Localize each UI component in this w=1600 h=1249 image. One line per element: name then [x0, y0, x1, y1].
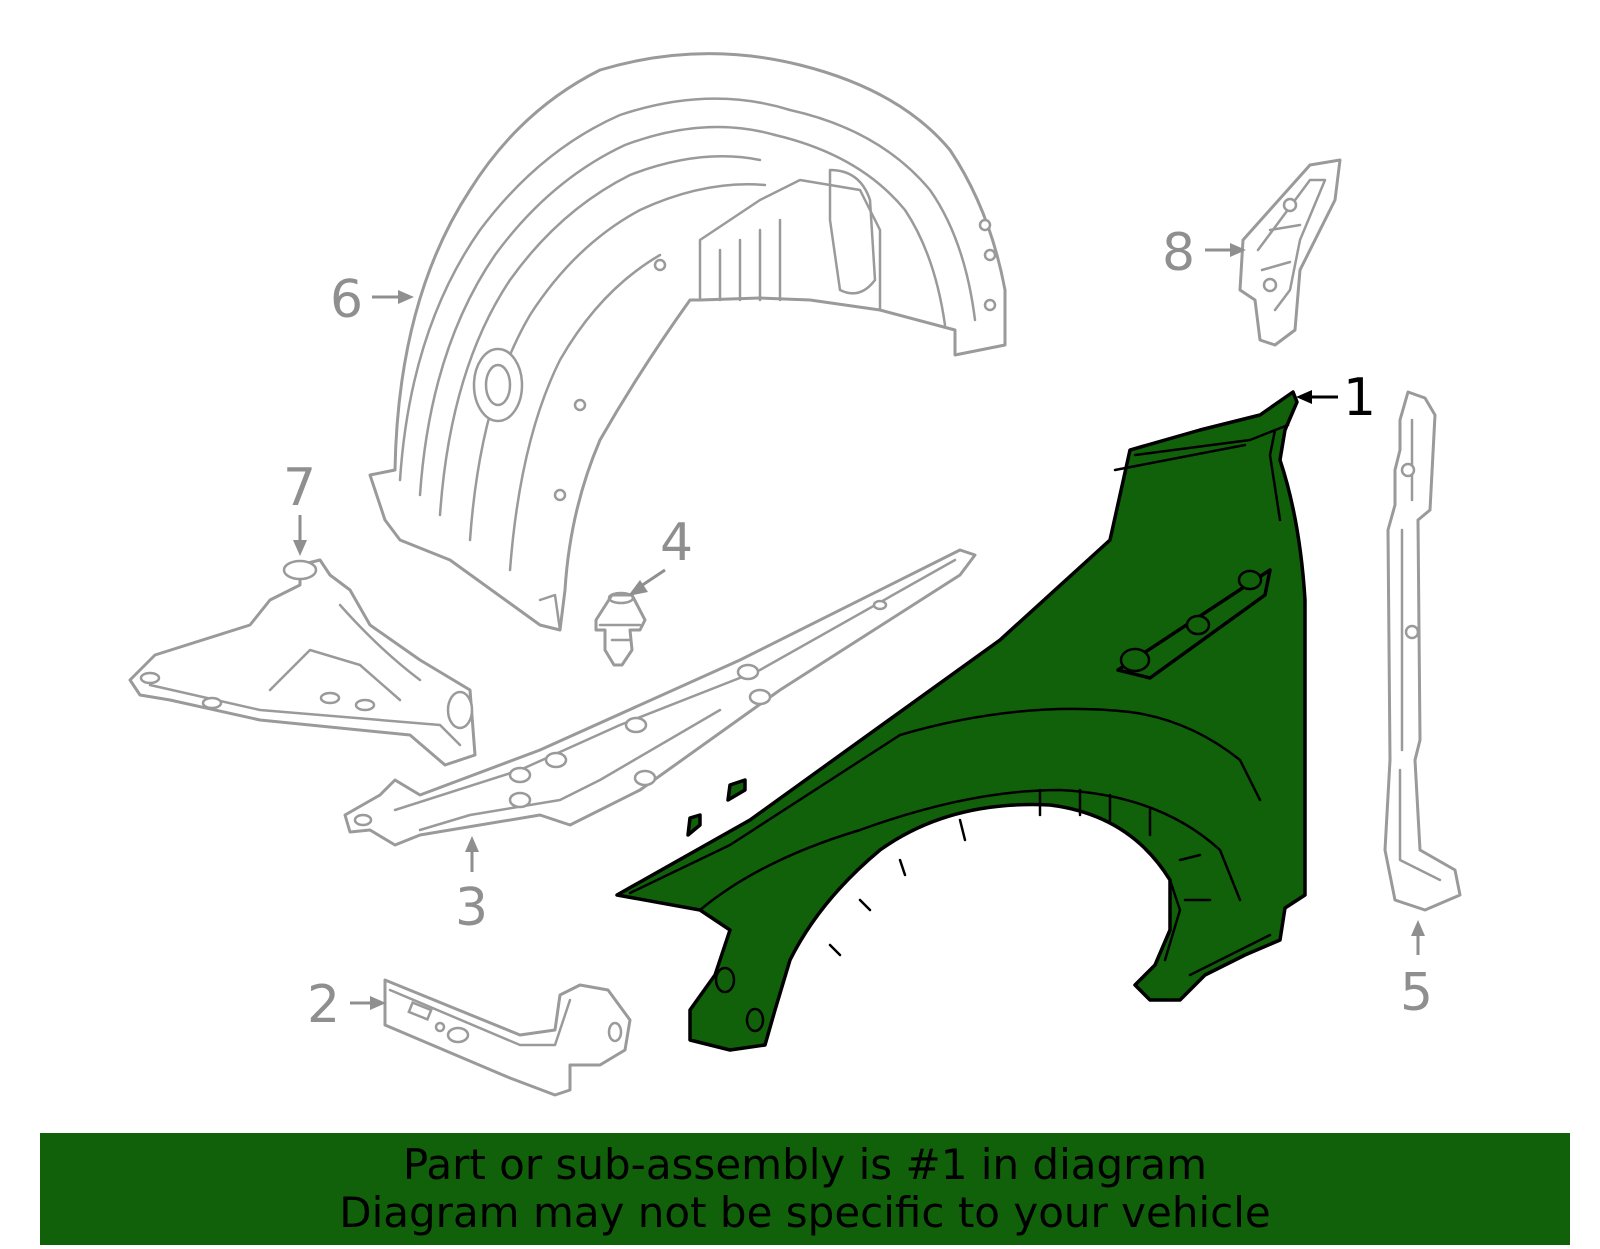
callout-number-6: 6: [330, 270, 363, 330]
callout-number-3: 3: [455, 878, 488, 938]
callout-arrow-1: [1296, 390, 1338, 404]
part-5-seal-strip: [1383, 390, 1462, 912]
callout-number-1: 1: [1343, 368, 1376, 428]
part-4-push-clip: [594, 591, 647, 667]
part-2-support-bracket: [383, 978, 632, 1097]
notice-banner: Part or sub-assembly is #1 in diagram Di…: [40, 1133, 1570, 1245]
callout-number-8: 8: [1162, 223, 1195, 283]
banner-line-2: Diagram may not be specific to your vehi…: [339, 1188, 1271, 1237]
part-8-bracket: [1238, 158, 1342, 347]
callout-number-2: 2: [307, 975, 340, 1035]
callout-arrow-3: [465, 836, 479, 872]
callout-arrow-8: [1205, 243, 1246, 257]
callout-arrow-5: [1411, 920, 1425, 955]
callout-arrow-2: [350, 996, 386, 1010]
callout-number-4: 4: [660, 513, 693, 573]
part-3-reinforcement-rail: [343, 548, 977, 847]
callout-arrow-6: [372, 290, 414, 304]
part-6-fender-liner: [368, 52, 1007, 632]
callout-number-7: 7: [283, 458, 316, 518]
part-1-front-fender: [615, 390, 1307, 1052]
callout-arrow-4: [628, 568, 666, 596]
part-7-bracket-plate: [128, 558, 477, 767]
callout-number-5: 5: [1400, 963, 1433, 1023]
callout-arrow-7: [293, 515, 307, 556]
banner-line-1: Part or sub-assembly is #1 in diagram: [402, 1140, 1208, 1189]
